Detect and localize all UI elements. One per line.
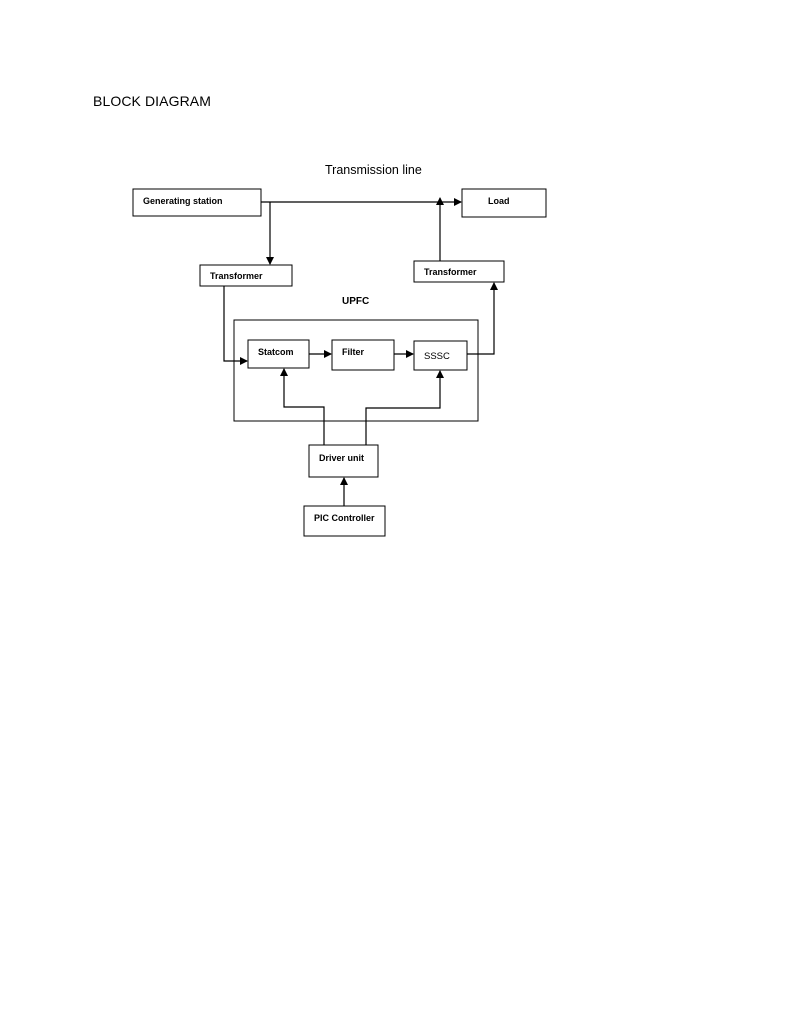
transformer-right-label: Transformer (424, 267, 477, 277)
load-label: Load (488, 196, 510, 206)
page-heading: BLOCK DIAGRAM (93, 93, 211, 109)
driver-to-sssc-connector (365, 370, 444, 445)
sssc-label: SSSC (424, 351, 450, 362)
transmission-line-caption: Transmission line (325, 163, 422, 177)
sssc-block: SSSC (413, 340, 468, 371)
load-block: Load (461, 188, 547, 218)
transformer-left-block: Transformer (199, 264, 293, 287)
sssc-to-transformer-connector (467, 282, 498, 355)
transformer-to-statcom-connector (223, 286, 248, 365)
driver-unit-block: Driver unit (308, 444, 379, 478)
generating-station-block: Generating station (132, 188, 262, 217)
upfc-label: UPFC (342, 296, 369, 307)
generating-station-label: Generating station (143, 196, 223, 206)
filter-label: Filter (342, 347, 365, 357)
statcom-label: Statcom (258, 347, 294, 357)
driver-to-statcom-connector (280, 368, 325, 445)
pic-controller-label: PIC Controller (314, 513, 375, 523)
upfc-container (233, 319, 479, 422)
transformer-right-block: Transformer (413, 260, 505, 283)
transformer-left-label: Transformer (210, 271, 263, 281)
filter-block: Filter (331, 339, 395, 371)
pic-controller-block: PIC Controller (303, 505, 386, 537)
statcom-block: Statcom (247, 339, 310, 369)
driver-unit-label: Driver unit (319, 453, 364, 463)
